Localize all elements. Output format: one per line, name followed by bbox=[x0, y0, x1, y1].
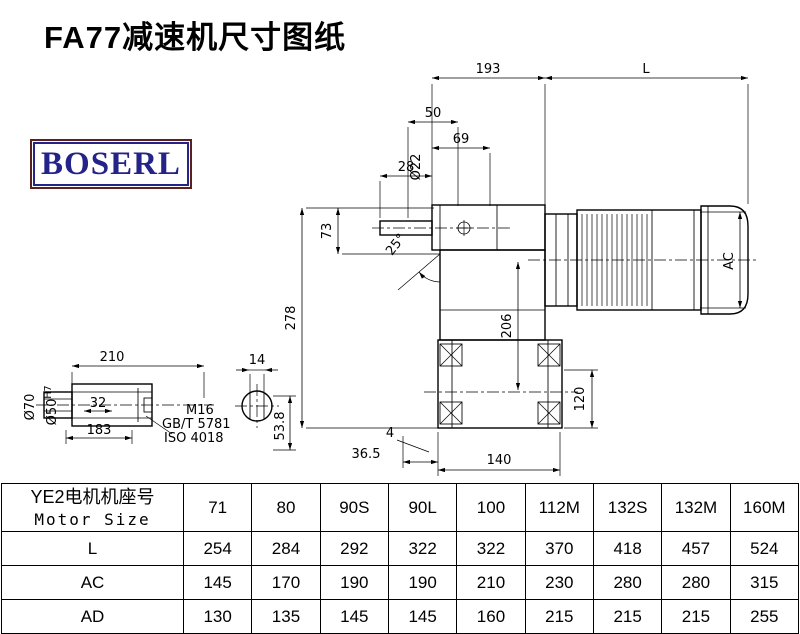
table-cell: 190 bbox=[319, 565, 389, 600]
dim-label-14: 14 bbox=[249, 353, 266, 368]
brand-text: BOSERL bbox=[33, 142, 189, 186]
dim-label-d22: Ø22 bbox=[409, 154, 424, 181]
dim-label-d50: Ø50 bbox=[45, 399, 60, 426]
table-cell: 132M bbox=[661, 483, 731, 532]
dim-label-53-8: 53.8 bbox=[273, 412, 288, 441]
dim-label-4: 4 bbox=[386, 426, 394, 441]
table-cell: 418 bbox=[592, 531, 663, 566]
extension-lines bbox=[65, 84, 749, 476]
table-cell: 90S bbox=[319, 483, 389, 532]
dim-label-193: 193 bbox=[476, 62, 501, 77]
table-cell: 145 bbox=[387, 599, 458, 634]
table-cell: 132S bbox=[592, 483, 663, 532]
table-header-row: YE2电机机座号 Motor Size 71 80 90S 90L 100 11… bbox=[1, 483, 800, 532]
dim-label-32: 32 bbox=[90, 396, 107, 411]
dim-label-d70: Ø70 bbox=[23, 394, 38, 421]
table-cell: 254 bbox=[182, 531, 253, 566]
table-cell: 90L bbox=[387, 483, 458, 532]
dim-label-120: 120 bbox=[573, 387, 588, 412]
dim-label-140: 140 bbox=[487, 453, 512, 468]
dim-label-183: 183 bbox=[87, 423, 112, 438]
note-gb-standard: GB/T 5781 bbox=[162, 417, 231, 432]
table-row-AD: AD 130 135 145 145 160 215 215 215 255 bbox=[1, 599, 800, 634]
table-cell: 370 bbox=[524, 531, 594, 566]
dim-label-d50-tolerance: H7 bbox=[43, 385, 54, 398]
motor bbox=[544, 205, 749, 315]
dim-label-73: 73 bbox=[320, 223, 335, 240]
row-label: AD bbox=[1, 599, 184, 634]
leader-m16 bbox=[145, 415, 173, 435]
dim-label-206: 206 bbox=[500, 314, 515, 339]
table-cell: 130 bbox=[182, 599, 253, 634]
table-row-AC: AC 145 170 190 190 210 230 280 280 315 bbox=[1, 565, 800, 600]
table-cell: 457 bbox=[661, 531, 731, 566]
technical-drawing: 193 L 50 69 28 Ø22 73 278 206 AC 120 25°… bbox=[23, 62, 756, 476]
note-iso-standard: ISO 4018 bbox=[164, 431, 224, 446]
row-label: AC bbox=[1, 565, 184, 600]
header-en: Motor Size bbox=[34, 509, 151, 529]
hollow-shaft-detail bbox=[43, 383, 153, 427]
output-flange bbox=[437, 339, 563, 429]
end-bolt bbox=[143, 397, 153, 413]
dim-label-AC: AC bbox=[722, 252, 737, 270]
table-cell: 215 bbox=[524, 599, 594, 634]
table-row-L: L 254 284 292 322 322 370 418 457 524 bbox=[1, 531, 800, 566]
table-cell: 215 bbox=[661, 599, 731, 634]
dim-label-28: 28 bbox=[398, 160, 415, 175]
table-cell: 112M bbox=[524, 483, 594, 532]
table-cell: 210 bbox=[456, 565, 526, 600]
table-cell: 280 bbox=[592, 565, 663, 600]
input-shaft bbox=[379, 220, 433, 236]
table-cell: 292 bbox=[319, 531, 389, 566]
gearbox-housing bbox=[379, 204, 546, 341]
leader-4 bbox=[396, 439, 430, 453]
table-cell: 71 bbox=[182, 483, 253, 532]
table-cell: 284 bbox=[251, 531, 321, 566]
table-cell: 230 bbox=[524, 565, 594, 600]
dim-label-69: 69 bbox=[453, 132, 470, 147]
angle-arc bbox=[418, 271, 441, 283]
table-cell: 145 bbox=[319, 599, 389, 634]
dim-label-L: L bbox=[642, 62, 650, 77]
dim-label-36-5: 36.5 bbox=[352, 447, 381, 462]
shaft-section-detail bbox=[241, 390, 273, 422]
boserl-logo: BOSERL bbox=[30, 139, 192, 189]
motor-size-table: YE2电机机座号 Motor Size 71 80 90S 90L 100 11… bbox=[1, 483, 800, 634]
table-cell: 255 bbox=[729, 599, 800, 634]
table-cell: 145 bbox=[182, 565, 253, 600]
table-cell: 100 bbox=[456, 483, 526, 532]
table-cell: 190 bbox=[387, 565, 458, 600]
table-cell: 160M bbox=[729, 483, 800, 532]
dim-label-50: 50 bbox=[425, 106, 442, 121]
table-cell: 160 bbox=[456, 599, 526, 634]
dimension-lines bbox=[66, 75, 748, 473]
table-cell: 80 bbox=[251, 483, 321, 532]
table-cell: 215 bbox=[592, 599, 663, 634]
dimension-labels: 193 L 50 69 28 Ø22 73 278 206 AC 120 25°… bbox=[23, 62, 737, 468]
table-cell: 280 bbox=[661, 565, 731, 600]
dim-label-210: 210 bbox=[100, 350, 125, 365]
row-label: L bbox=[1, 531, 184, 566]
table-cell: 322 bbox=[387, 531, 458, 566]
note-m16: M16 bbox=[186, 403, 214, 418]
header-cn: YE2电机机座号 bbox=[30, 486, 155, 507]
page-title: FA77减速机尺寸图纸 bbox=[44, 20, 347, 55]
table-cell: 170 bbox=[251, 565, 321, 600]
table-cell: 524 bbox=[729, 531, 800, 566]
dim-label-278: 278 bbox=[284, 306, 299, 331]
motor-size-header-cell: YE2电机机座号 Motor Size bbox=[1, 483, 184, 532]
thread-notes: M16 GB/T 5781 ISO 4018 bbox=[162, 403, 231, 446]
table-cell: 135 bbox=[251, 599, 321, 634]
table-cell: 315 bbox=[729, 565, 800, 600]
fan-cover bbox=[700, 205, 749, 315]
table-cell: 322 bbox=[456, 531, 526, 566]
